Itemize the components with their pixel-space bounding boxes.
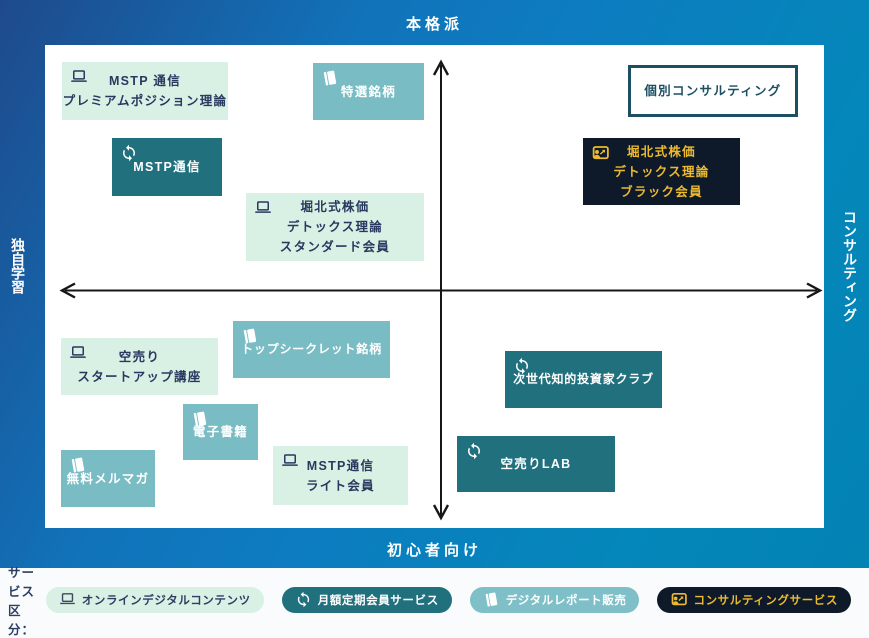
service-box-label: デトックス理論 bbox=[286, 220, 384, 234]
service-box-karauri-startup: 空売り スタートアップ講座 bbox=[61, 338, 218, 395]
legend-pill-monthly-subscription: 月額定期会員サービス bbox=[281, 586, 452, 613]
refresh-icon bbox=[295, 591, 312, 608]
laptop-icon bbox=[254, 199, 272, 217]
laptop-icon bbox=[59, 591, 76, 608]
consultant-icon bbox=[670, 591, 688, 608]
service-box-label: 空売り bbox=[118, 349, 161, 364]
service-box-label: MSTP通信 bbox=[133, 160, 201, 174]
axis-label-top: 本格派 bbox=[405, 16, 463, 33]
laptop-icon bbox=[70, 68, 88, 86]
book-icon bbox=[483, 591, 500, 608]
service-box-label: 電子書籍 bbox=[192, 425, 249, 439]
book-icon bbox=[191, 410, 209, 428]
service-box-kobetsu-consulting: 個別コンサルティング bbox=[628, 65, 798, 117]
positioning-map-background: 本格派 初心者向け 独自学習 コンサルティング MSTP 通信 プレミアムポジシ… bbox=[0, 0, 869, 568]
service-box-label: MSTP通信 bbox=[306, 458, 375, 473]
book-icon bbox=[69, 456, 87, 474]
legend-pill-online-digital-content: オンラインデジタルコンテンツ bbox=[45, 586, 264, 613]
service-box-label: 堀北式株価 bbox=[626, 144, 696, 159]
book-icon bbox=[321, 69, 339, 87]
service-box-label: 堀北式株価 bbox=[300, 200, 370, 214]
service-box-label: スタンダード会員 bbox=[279, 240, 391, 254]
refresh-icon bbox=[120, 144, 138, 162]
service-box-mstp-light: MSTP通信 ライト会員 bbox=[273, 446, 408, 505]
service-box-jisedai-club: 次世代知的投資家クラブ bbox=[505, 351, 662, 408]
quadrant-axes-graphic bbox=[59, 59, 823, 521]
service-box-mstp-premium: MSTP 通信 プレミアムポジション理論 bbox=[62, 62, 228, 120]
service-box-label: 個別コンサルティング bbox=[644, 84, 782, 98]
service-box-label: 次世代知的投資家クラブ bbox=[513, 371, 654, 386]
legend-title: サービス区分： bbox=[8, 565, 36, 637]
axis-label-bottom: 初心者向け bbox=[386, 542, 482, 559]
laptop-icon bbox=[281, 452, 299, 470]
service-box-muryo-merumaga: 無料メルマガ bbox=[61, 450, 155, 507]
service-box-label: スタートアップ講座 bbox=[77, 369, 202, 384]
book-icon bbox=[241, 327, 259, 345]
legend-pill-digital-report-sales: デジタルレポート販売 bbox=[469, 586, 640, 613]
legend-pill-label: コンサルティングサービス bbox=[693, 594, 838, 607]
refresh-icon bbox=[513, 357, 531, 375]
service-box-label: ブラック会員 bbox=[620, 184, 703, 199]
service-box-denshi-shoseki: 電子書籍 bbox=[183, 404, 258, 460]
service-box-label: 空売りLAB bbox=[500, 457, 572, 471]
chart-area: MSTP 通信 プレミアムポジション理論 特選銘柄 MSTP通信 堀北式株価 デ… bbox=[45, 45, 824, 528]
service-box-label: 無料メルマガ bbox=[66, 471, 150, 486]
service-box-label: 特選銘柄 bbox=[340, 84, 397, 99]
service-box-label: ライト会員 bbox=[305, 478, 375, 493]
service-box-horikita-standard: 堀北式株価 デトックス理論 スタンダード会員 bbox=[246, 193, 424, 261]
service-box-label: MSTP 通信 bbox=[108, 74, 182, 88]
legend-bar: サービス区分： オンラインデジタルコンテンツ 月額定期会員サービス デジタルレポ… bbox=[0, 566, 869, 637]
axis-label-right: コンサルティング bbox=[842, 210, 858, 322]
service-box-label: プレミアムポジション理論 bbox=[62, 94, 228, 108]
service-box-label: トップシークレット銘柄 bbox=[241, 341, 382, 356]
axis-label-left: 独自学習 bbox=[10, 238, 26, 294]
service-box-tokusen-meigara: 特選銘柄 bbox=[313, 63, 424, 120]
legend-pill-label: 月額定期会員サービス bbox=[317, 594, 439, 607]
legend-pill-label: オンラインデジタルコンテンツ bbox=[81, 594, 251, 607]
service-box-top-secret-meigara: トップシークレット銘柄 bbox=[233, 321, 390, 378]
service-box-mstp-tsushin: MSTP通信 bbox=[112, 138, 222, 196]
legend-pill-consulting-service: コンサルティングサービス bbox=[657, 586, 851, 613]
consultant-icon bbox=[591, 144, 609, 162]
refresh-icon bbox=[465, 442, 483, 460]
laptop-icon bbox=[69, 344, 87, 362]
service-box-horikita-black: 堀北式株価 デトックス理論 ブラック会員 bbox=[583, 138, 740, 205]
legend-pill-label: デジタルレポート販売 bbox=[505, 594, 627, 607]
service-box-karauri-lab: 空売りLAB bbox=[457, 436, 615, 492]
service-box-label: デトックス理論 bbox=[613, 164, 710, 179]
